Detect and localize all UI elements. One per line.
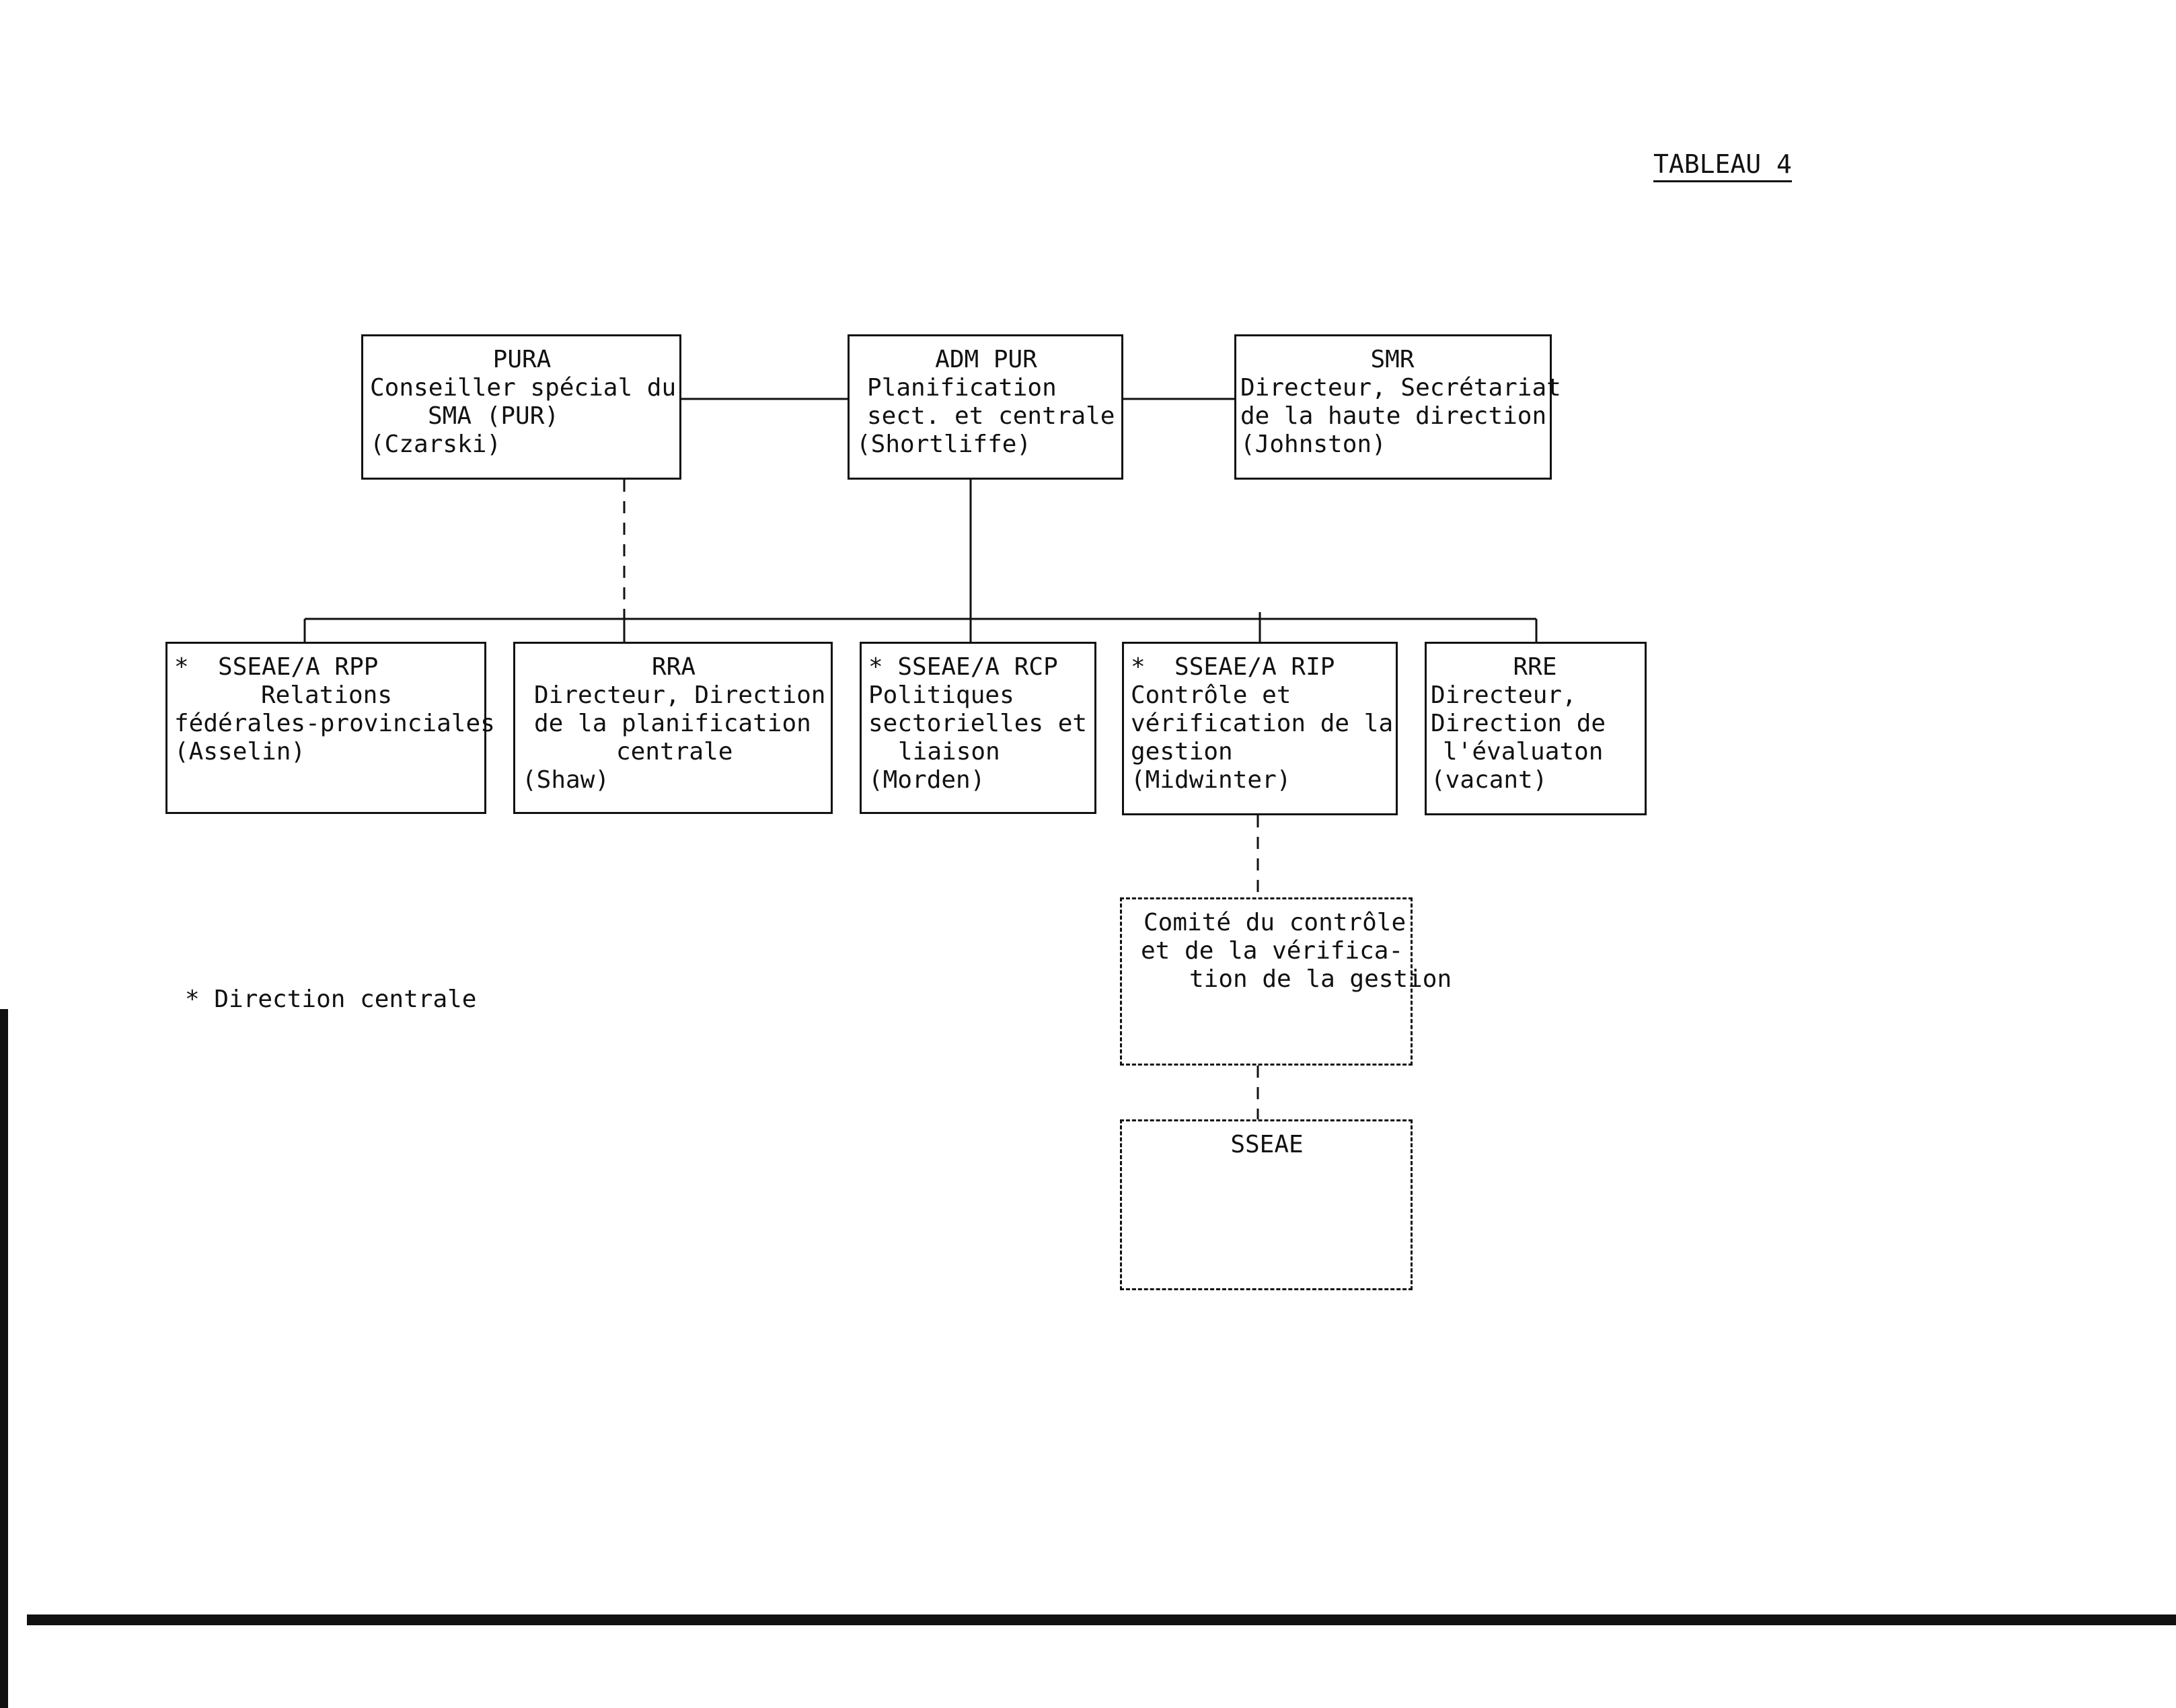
box-rra-code: RRA xyxy=(651,653,696,681)
box-rcp-code: * SSEAE/A RCP xyxy=(868,653,1058,681)
footnote: * Direction centrale xyxy=(185,986,477,1013)
box-rpp-line: (Asselin) xyxy=(174,738,306,766)
box-comite-line: tion de la gestion xyxy=(1189,965,1452,993)
box-pura: PURA Conseiller spécial du SMA (PUR) (Cz… xyxy=(361,334,681,480)
box-rre-line: Directeur, xyxy=(1431,681,1577,709)
box-rcp-line: liaison xyxy=(898,738,1000,766)
box-rpp-line: Relations xyxy=(260,681,393,709)
box-rra-line: (Shaw) xyxy=(522,766,610,794)
box-rip-line: vérification de la xyxy=(1131,710,1394,737)
table-title: TABLEAU 4 xyxy=(1653,149,1792,182)
box-rre-code: RRE xyxy=(1513,653,1557,681)
box-rcp: * SSEAE/A RCP Politiques sectorielles et… xyxy=(860,642,1096,814)
box-rre-line: (vacant) xyxy=(1431,766,1548,794)
box-pura-line: SMA (PUR) xyxy=(428,402,560,430)
box-rip-line: (Midwinter) xyxy=(1131,766,1291,794)
box-rpp: * SSEAE/A RPP Relations fédérales-provin… xyxy=(165,642,495,814)
box-rpp-line: fédérales-provinciales xyxy=(174,710,495,737)
box-rra-line: de la planification xyxy=(534,710,811,737)
box-sseae-code: SSEAE xyxy=(1230,1131,1304,1158)
box-pura-code: PURA xyxy=(492,346,552,373)
box-smr-line: (Johnston) xyxy=(1240,431,1386,458)
box-adm-pur-code: ADM PUR xyxy=(935,346,1037,373)
scan-bottom-bar xyxy=(27,1614,2176,1625)
box-comite: Comité du contrôle et de la vérifica- ti… xyxy=(1120,897,1452,1066)
box-smr-code: SMR xyxy=(1370,346,1415,373)
scan-left-edge xyxy=(0,1009,8,1708)
box-rre: RRE Directeur, Direction de l'évaluaton … xyxy=(1425,642,1647,815)
box-adm-pur-line: sect. et centrale xyxy=(867,402,1115,430)
box-smr: SMR Directeur, Secrétariat de la haute d… xyxy=(1234,334,1561,480)
box-adm-pur-line: Planification xyxy=(867,374,1057,402)
box-rip-code: * SSEAE/A RIP xyxy=(1131,653,1335,681)
box-pura-line: Conseiller spécial du xyxy=(370,374,677,402)
box-rip-line: Contrôle et xyxy=(1131,681,1291,709)
box-rcp-line: sectorielles et xyxy=(868,710,1088,737)
box-rcp-line: Politiques xyxy=(868,681,1014,709)
box-adm-pur: ADM PUR Planification sect. et centrale … xyxy=(848,334,1123,480)
box-rre-line: Direction de xyxy=(1431,710,1606,737)
box-rip-line: gestion xyxy=(1131,738,1233,766)
box-rcp-line: (Morden) xyxy=(868,766,985,794)
box-smr-line: Directeur, Secrétariat xyxy=(1240,374,1561,402)
box-rra-line: Directeur, Direction xyxy=(534,681,826,709)
box-rra-line: centrale xyxy=(616,738,733,766)
box-rip: * SSEAE/A RIP Contrôle et vérification d… xyxy=(1122,642,1398,815)
box-smr-line: de la haute direction xyxy=(1240,402,1547,430)
box-adm-pur-line: (Shortliffe) xyxy=(856,431,1032,458)
box-rre-line: l'évaluaton xyxy=(1443,738,1604,766)
box-sseae: SSEAE xyxy=(1120,1119,1413,1290)
box-rra: RRA Directeur, Direction de la planifica… xyxy=(513,642,833,814)
box-comite-line: et de la vérifica- xyxy=(1141,937,1404,965)
box-pura-line: (Czarski) xyxy=(370,431,502,458)
box-rpp-code: * SSEAE/A RPP xyxy=(174,653,379,681)
box-comite-line: Comité du contrôle xyxy=(1143,909,1406,936)
